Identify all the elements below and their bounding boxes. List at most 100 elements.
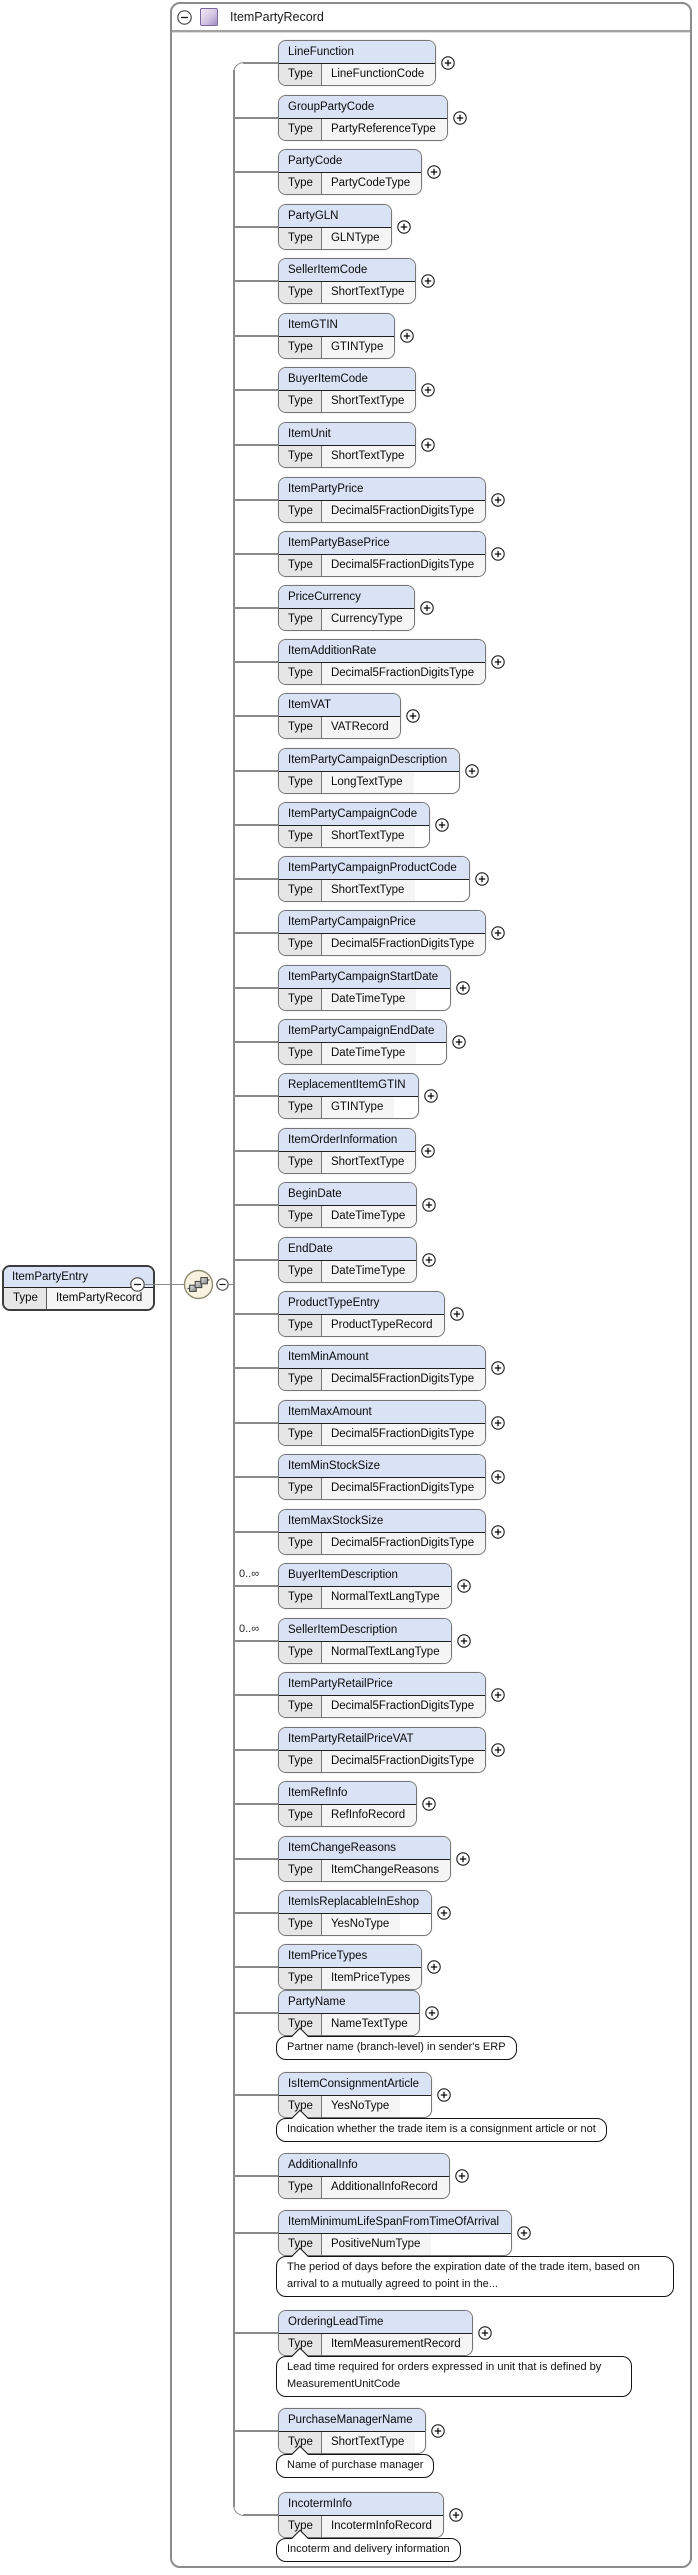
expand-icon[interactable] (491, 493, 505, 507)
expand-icon[interactable] (456, 1852, 470, 1866)
sequence-icon[interactable] (183, 1269, 214, 1300)
expand-icon[interactable] (491, 1688, 505, 1702)
expand-icon[interactable] (437, 1906, 451, 1920)
expand-icon[interactable] (491, 655, 505, 669)
expand-icon[interactable] (424, 2006, 439, 2020)
schema-element-ItemPartyEntry[interactable]: ItemPartyEntry Type ItemPartyRecord (2, 1265, 156, 1311)
expand-icon[interactable] (491, 1361, 505, 1375)
expand-icon[interactable] (491, 1470, 505, 1484)
expand-icon[interactable] (491, 1525, 505, 1539)
expand-icon[interactable] (421, 1144, 436, 1158)
expand-icon[interactable] (421, 274, 436, 288)
expand-icon[interactable] (491, 547, 505, 561)
expand-icon[interactable] (405, 709, 420, 723)
collapse-icon[interactable] (130, 1277, 145, 1292)
expand-icon[interactable] (517, 2226, 531, 2240)
expand-icon[interactable] (453, 111, 467, 125)
expand-icon[interactable] (430, 2424, 445, 2438)
expand-icon[interactable] (449, 1307, 464, 1321)
expand-icon[interactable] (475, 872, 489, 886)
expand-icon[interactable] (437, 2088, 451, 2102)
expand-icon[interactable] (422, 1797, 436, 1811)
expand-icon[interactable] (456, 1579, 471, 1593)
expand-icon[interactable] (427, 1960, 441, 1974)
expand-icon[interactable] (465, 764, 479, 778)
expand-icon[interactable] (427, 165, 441, 179)
expand-icon[interactable] (423, 1089, 438, 1103)
expand-icon[interactable] (422, 1198, 437, 1212)
expand-icon[interactable] (421, 438, 436, 452)
expand-icon[interactable] (421, 383, 436, 397)
expand-icon[interactable] (449, 2508, 463, 2522)
expand-icon[interactable] (396, 220, 411, 234)
expand-icon[interactable] (456, 1634, 471, 1648)
